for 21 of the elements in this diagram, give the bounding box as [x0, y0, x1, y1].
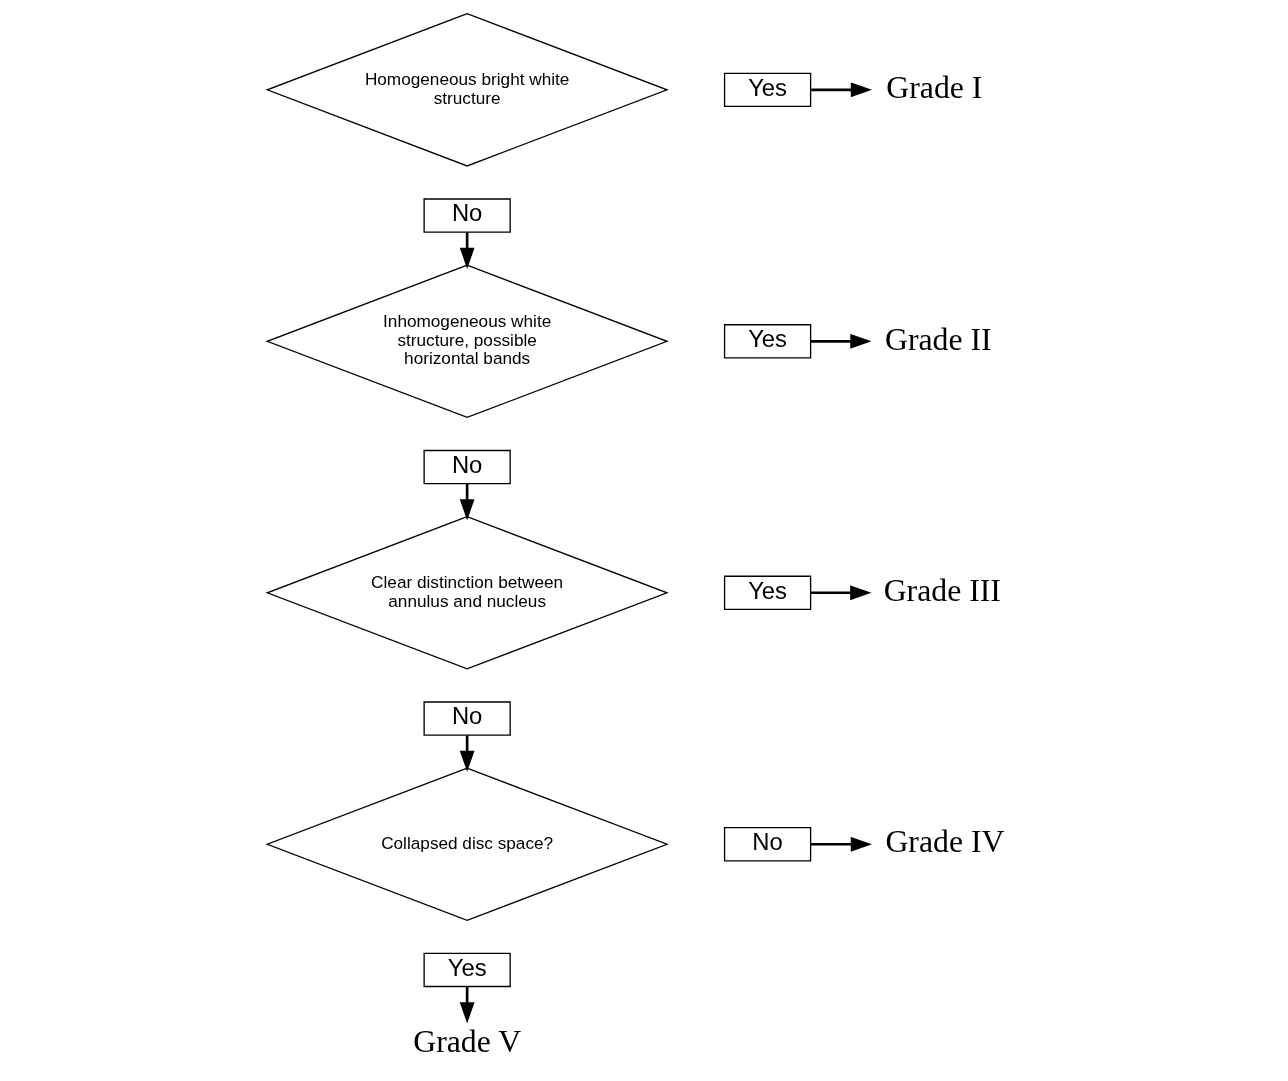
node-box: Yes	[723, 324, 811, 359]
node-text: Grade V	[412, 1023, 521, 1059]
node-box: Yes	[723, 72, 811, 108]
arrow	[810, 82, 872, 98]
node-diamond: Collapsed disc space?	[264, 767, 669, 922]
node-diamond: Inhomogeneous white structure, possible horizontal bands	[264, 264, 669, 419]
node-box: No	[422, 449, 511, 485]
arrow	[810, 585, 871, 601]
node-box: Yes	[422, 952, 511, 988]
node-text: Grade III	[883, 572, 1001, 608]
node-box: No	[723, 827, 811, 862]
node-diamond: Homogeneous bright white structure	[264, 13, 669, 167]
node-diamond: Clear distinction between annulus and nucleus	[264, 515, 669, 670]
node-text: Grade IV	[884, 824, 1004, 860]
node-text: Grade II	[884, 321, 992, 357]
node-box: No	[422, 198, 511, 233]
node-box: Yes	[723, 575, 811, 610]
arrow	[810, 836, 872, 852]
node-text: Grade I	[885, 70, 982, 106]
node-box: No	[422, 701, 511, 736]
arrow	[810, 333, 871, 349]
